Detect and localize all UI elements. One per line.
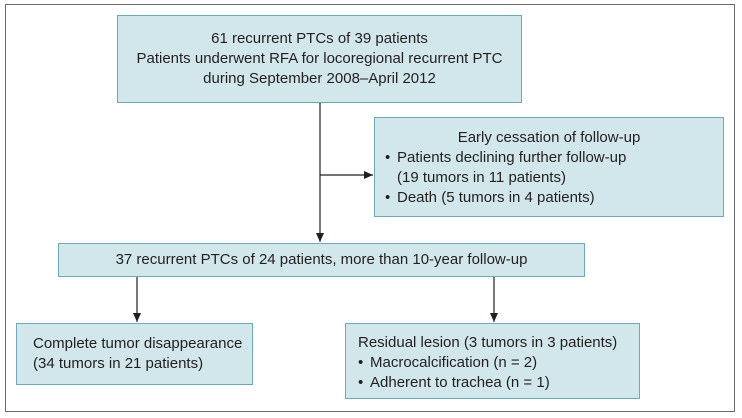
middle-box-text: 37 recurrent PTCs of 24 patients, more t… [115, 251, 528, 268]
diagram-frame [5, 4, 735, 412]
exclusion-title: Early cessation of follow-up [457, 129, 641, 146]
left-result-line-2: (34 tumors in 21 patients) [33, 355, 204, 372]
top-box-line-1: 61 recurrent PTCs of 39 patients [211, 30, 428, 47]
exclusion-list: Patients declining further follow-up (19… [385, 148, 723, 208]
exclusion-box: Early cessation of follow-up Patients de… [374, 117, 724, 217]
right-result-title: Residual lesion (3 tumors in 3 patients) [358, 334, 618, 351]
top-box: 61 recurrent PTCs of 39 patients Patient… [117, 15, 522, 103]
right-result-item-macrocalcification: Macrocalcification (n = 2) [358, 353, 639, 373]
exclusion-item-declining: Patients declining further follow-up [385, 148, 723, 168]
exclusion-item-death: Death (5 tumors in 4 patients) [385, 188, 723, 208]
middle-box: 37 recurrent PTCs of 24 patients, more t… [58, 243, 585, 277]
left-result-line-1: Complete tumor disappearance [33, 335, 243, 352]
right-result-box: Residual lesion (3 tumors in 3 patients)… [345, 323, 640, 399]
left-result-box: Complete tumor disappearance (34 tumors … [16, 323, 253, 385]
top-box-line-2: Patients underwent RFA for locoregional … [136, 50, 503, 67]
right-result-list: Macrocalcification (n = 2) Adherent to t… [358, 353, 639, 393]
right-result-item-adherent-trachea: Adherent to trachea (n = 1) [358, 373, 639, 393]
top-box-line-3: during September 2008–April 2012 [203, 70, 436, 87]
exclusion-item-declining-sub: (19 tumors in 11 patients) [397, 169, 566, 186]
